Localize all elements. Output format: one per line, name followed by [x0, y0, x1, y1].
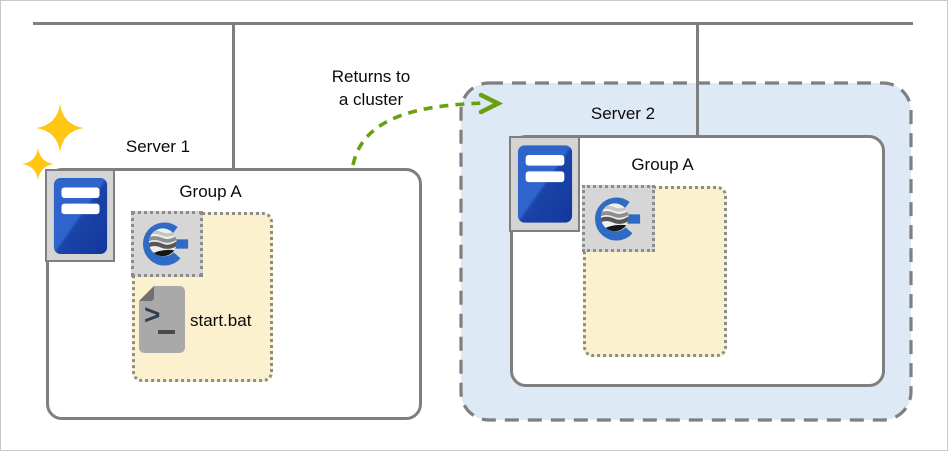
svg-text:>: > [144, 299, 160, 330]
server2-drop-line [696, 22, 699, 135]
server1-icon-tile [45, 169, 115, 262]
network-trunk-line [33, 22, 913, 25]
batch-file-label: start.bat [190, 311, 252, 330]
arrow-annotation-line2: a cluster [338, 90, 404, 109]
server2-drop-line-inner [696, 82, 699, 135]
returns-arrow [351, 92, 504, 166]
batch-file-icon: > [139, 286, 185, 353]
server2-icon-tile [509, 136, 580, 232]
server-icon [517, 145, 572, 223]
server1-group-label: Group A [179, 182, 242, 201]
server2-agent-tile [582, 185, 655, 252]
server1-drop-line [232, 22, 235, 168]
server1-label: Server 1 [125, 137, 191, 156]
sparkle-new-icon [22, 104, 84, 180]
arrow-annotation: Returns to a cluster [300, 65, 442, 111]
gocd-agent-icon [143, 222, 189, 266]
server2-label: Server 2 [590, 104, 656, 123]
server2-group-label: Group A [631, 155, 694, 174]
server-icon [53, 177, 107, 254]
arrow-annotation-line1: Returns to [331, 67, 411, 86]
server1-agent-tile [131, 211, 203, 277]
gocd-agent-icon [594, 197, 640, 241]
